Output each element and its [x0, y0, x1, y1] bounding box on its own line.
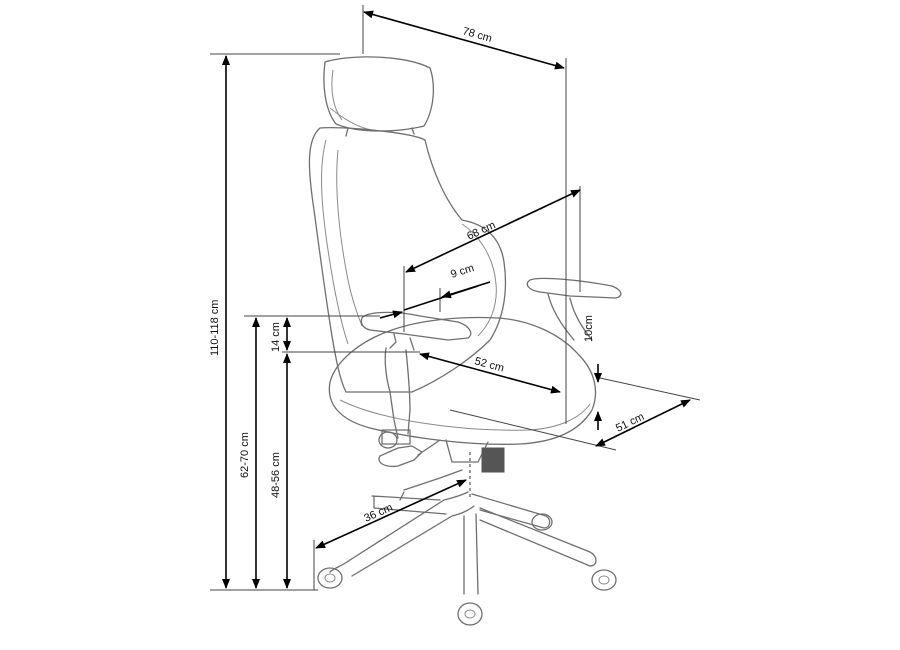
dim-line-seat-depth: [419, 352, 561, 394]
dim-line-depth: [595, 399, 691, 447]
headrest: [323, 56, 435, 132]
label-armrest-height: 14 cm: [270, 322, 282, 352]
label-armrest-width: 9 cm: [449, 262, 475, 281]
label-armrest-floor: 62-70 cm: [239, 432, 251, 478]
chair-base: [329, 491, 597, 595]
dim-line-base-radius: [315, 479, 467, 549]
label-seat-height: 48-56 cm: [270, 452, 282, 498]
left-armrest: [360, 311, 472, 341]
label-seat-depth: 52 cm: [473, 355, 505, 374]
label-seat-width: 68 cm: [465, 219, 497, 243]
right-armrest: [526, 277, 622, 299]
label-armrest-adjust: 10cm: [583, 315, 595, 342]
label-top-width: 78 cm: [461, 25, 493, 45]
label-height-total: 110-118 cm: [209, 300, 221, 356]
label-depth: 51 cm: [614, 411, 646, 435]
label-base-radius: 36 cm: [362, 502, 394, 525]
backrest: [308, 126, 507, 393]
dim-line-top-width: [363, 10, 565, 70]
mechanism-knob: [481, 447, 505, 473]
office-chair-drawing: [308, 56, 622, 626]
dimension-lines: [210, 5, 701, 591]
dim-line-seat-width: [405, 189, 581, 273]
dimension-labels: 78 cm 110-118 cm 68 cm 9 cm 14 cm 10cm 6…: [209, 25, 646, 524]
seat: [328, 316, 597, 445]
casters: [317, 431, 617, 626]
